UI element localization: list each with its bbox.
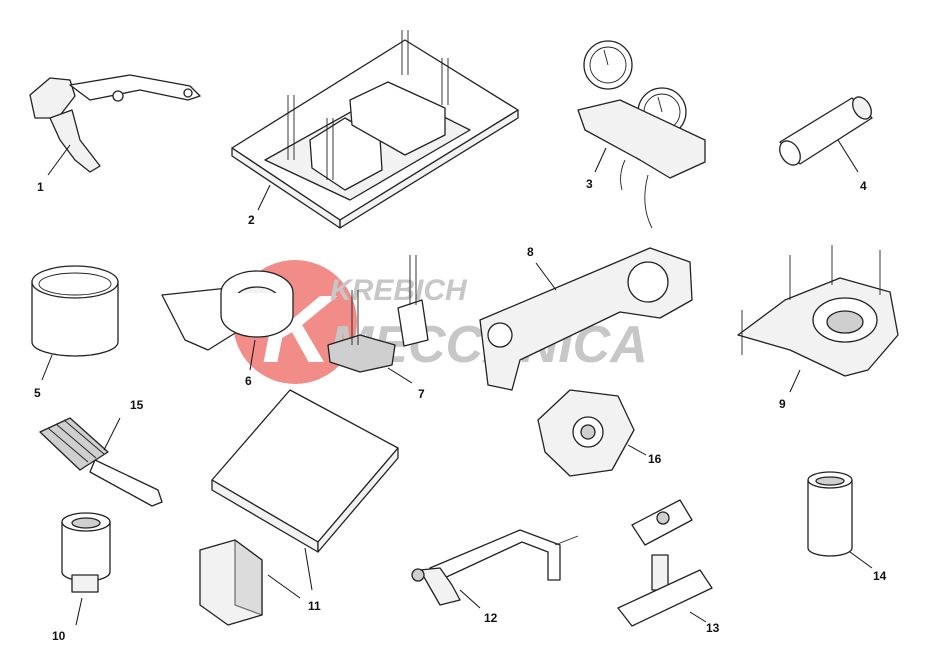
tool-14-tube [807,471,873,569]
tool-10-adapter [61,512,111,626]
callout-16: 16 [648,452,662,466]
tool-13-t-handle [617,499,713,627]
tool-12-bracket-gauge [411,529,579,609]
tool-5-sleeve [31,265,119,381]
tool-6-bracket [161,270,294,371]
tool-8-lever-wrench [479,247,693,391]
tool-3-dial-gauge [577,40,706,229]
callout-10: 10 [52,629,66,643]
callout-1: 1 [37,180,44,194]
callout-13: 13 [706,621,720,635]
callout-6: 6 [245,374,252,388]
tool-15-threaded-tool [39,417,163,507]
callout-3: 3 [586,177,593,191]
callout-15: 15 [130,398,144,412]
callout-9: 9 [779,397,786,411]
tool-16-ring-adapter [537,389,647,477]
tool-7-pin-set [327,255,429,384]
watermark-line1: KREBICH [330,274,468,307]
callout-2: 2 [248,213,255,227]
tool-4-socket [779,96,873,173]
tool-1-locking-tool [29,74,201,176]
callout-labels: 1 2 3 4 5 6 7 8 9 10 11 12 13 14 15 16 [34,177,887,643]
callout-7: 7 [418,387,425,401]
callout-5: 5 [34,386,41,400]
callout-11: 11 [308,599,321,613]
tool-9-holding-plate [737,245,899,393]
callout-4: 4 [860,179,867,193]
tool-11-plate-block [199,389,399,626]
callout-14: 14 [873,569,887,583]
callout-8: 8 [527,245,534,259]
callout-12: 12 [484,611,498,625]
tool-2-fixture-tray [231,30,519,229]
